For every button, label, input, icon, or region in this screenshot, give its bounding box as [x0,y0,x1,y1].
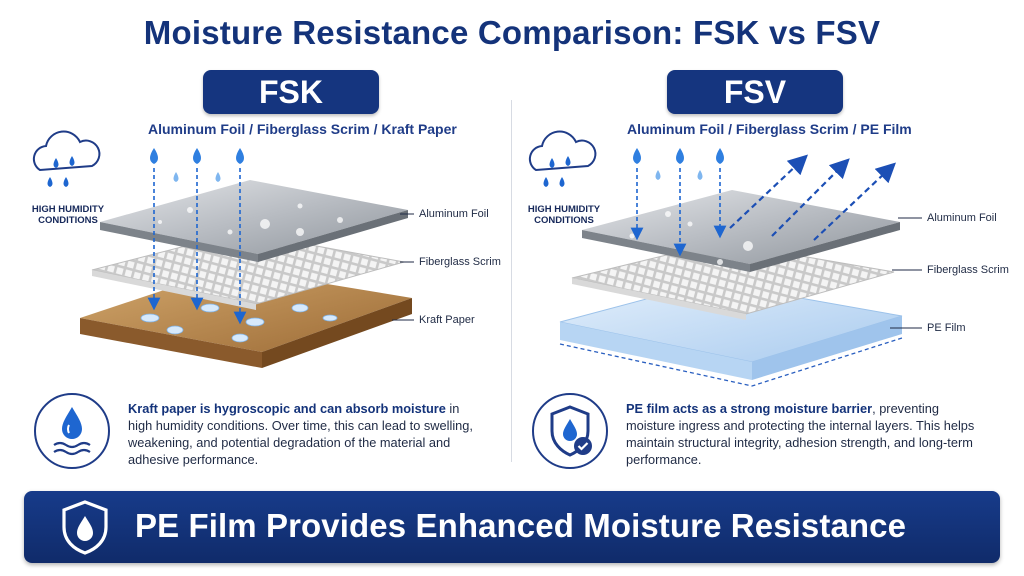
fsk-composition: Aluminum Foil / Fiberglass Scrim / Kraft… [148,121,457,137]
fsk-heading-badge: FSK [203,70,379,114]
fsk-label-fiberglass-scrim: Fiberglass Scrim [419,256,501,268]
layer-diagrams [32,130,922,387]
fsk-label-kraft-paper: Kraft Paper [419,314,475,326]
conclusion-banner-text: PE Film Provides Enhanced Moisture Resis… [135,507,907,544]
conclusion-banner [24,491,1000,563]
fsv-humidity-label: HIGH HUMIDITY CONDITIONS [527,204,601,226]
fsv-label-pe-film: PE Film [927,322,966,334]
column-divider [511,100,512,462]
fsv-pe-film-layer [559,281,903,387]
fsv-water-drops [633,148,724,180]
fsk-description: Kraft paper is hygroscopic and can absor… [128,400,478,468]
shield-drop-check-icon [532,393,608,469]
fsk-description-emphasis: Kraft paper is hygroscopic and can absor… [128,401,446,416]
fsk-label-aluminum-foil: Aluminum Foil [419,208,489,220]
fsv-description: PE film acts as a strong moisture barrie… [626,400,976,468]
fsk-water-drops [150,148,244,182]
fsv-heading-badge: FSV [667,70,843,114]
fsv-label-aluminum-foil: Aluminum Foil [927,212,997,224]
page-title: Moisture Resistance Comparison: FSK vs F… [143,14,881,51]
fsv-description-emphasis: PE film acts as a strong moisture barrie… [626,401,873,416]
fsv-rain-cloud-icon [528,130,597,187]
shield-drop-icon [62,500,108,555]
fsk-moisture-penetration-arrows [147,168,247,325]
fsk-description-body: in high humidity conditions. Over time, … [128,401,473,467]
fsv-leader-lines [890,217,922,329]
fsv-description-body: , preventing moisture ingress and protec… [626,401,975,467]
fsv-moisture-blocked-arrows [630,168,727,257]
fsv-composition: Aluminum Foil / Fiberglass Scrim / PE Fi… [627,121,912,137]
fsk-leader-lines [392,213,414,321]
fsv-aluminum-foil-layer [582,190,900,272]
fsk-kraft-paper-layer [80,268,412,368]
fsk-aluminum-foil-layer [100,180,408,262]
fsk-humidity-label: HIGH HUMIDITY CONDITIONS [31,204,105,226]
fsk-rain-cloud-icon [32,130,101,187]
water-drop-waves-icon [34,393,110,469]
fsv-label-fiberglass-scrim: Fiberglass Scrim [927,264,1009,276]
fsv-moisture-deflection-arrows [729,154,896,241]
